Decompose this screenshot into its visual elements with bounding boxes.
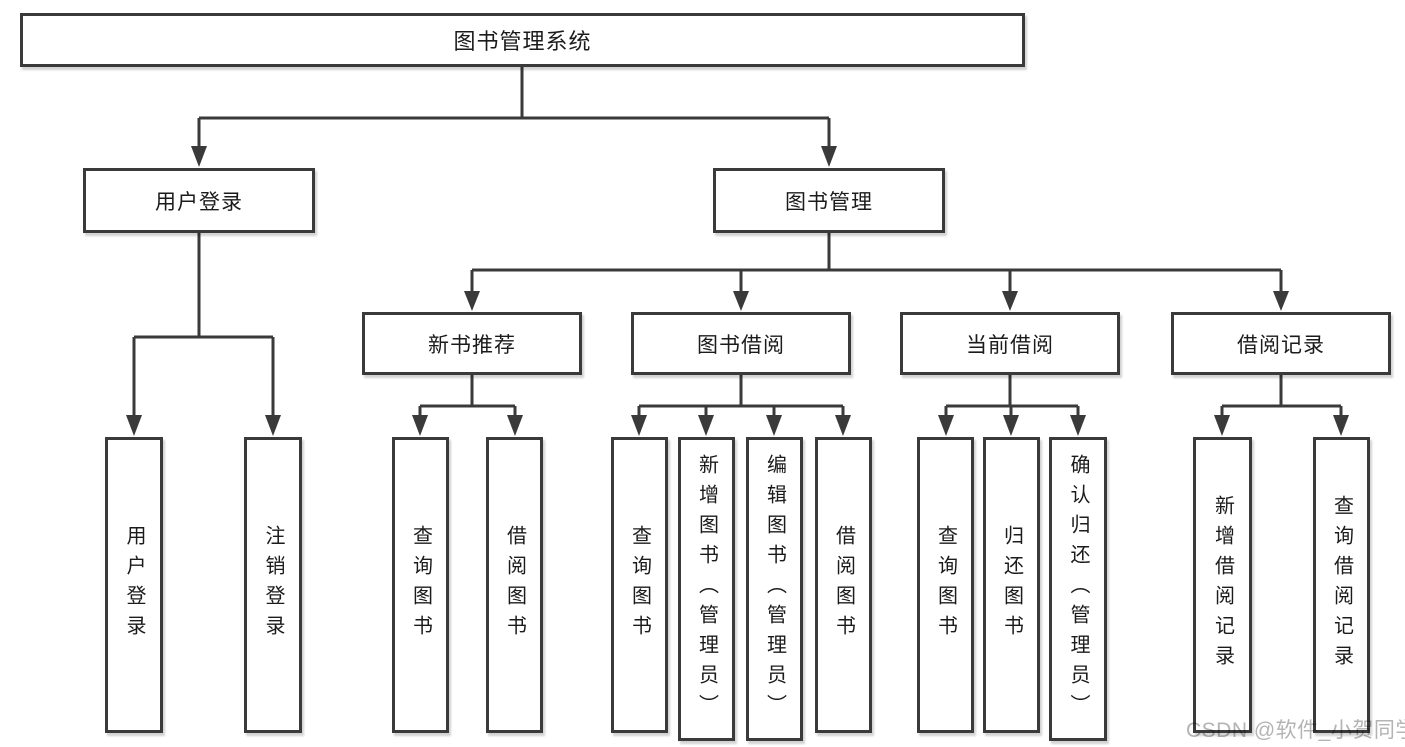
connector-user-login: [132, 233, 275, 418]
arrow-icon: [265, 415, 281, 436]
leaf-query-books-2: 查询图书: [611, 437, 668, 733]
leaf-query-books-3: 查询图书: [917, 437, 974, 733]
node-label: 当前借阅: [966, 333, 1054, 357]
arrow-icon: [1214, 415, 1230, 436]
node-label: 图书管理: [785, 190, 873, 214]
leaf-logout: 注销登录: [244, 437, 302, 733]
node-label: 查询借阅记录: [1330, 495, 1353, 675]
node-book-borrow: 图书借阅: [631, 312, 851, 375]
node-borrow-records: 借阅记录: [1171, 312, 1391, 375]
node-label: 图书借阅: [697, 333, 785, 357]
node-label: 查询图书: [628, 525, 651, 645]
node-label: 新增借阅记录: [1211, 495, 1234, 675]
node-label: 查询图书: [409, 525, 432, 645]
node-label: 归还图书: [1000, 525, 1023, 645]
leaf-query-books-1: 查询图书: [392, 437, 449, 733]
node-label: 新增图书（管理员）: [695, 454, 718, 724]
node-label: 用户登录: [123, 525, 145, 645]
node-label: 注销登录: [262, 525, 284, 645]
node-user-login: 用户登录: [83, 168, 315, 233]
connector-new-book: [418, 375, 517, 418]
node-label: 确认归还（管理员）: [1067, 454, 1089, 724]
arrow-icon: [938, 415, 954, 436]
csdn-watermark: CSDN @软件_小贺同学: [1186, 719, 1405, 742]
leaf-borrow-books-2: 借阅图书: [815, 437, 872, 733]
arrow-icon: [698, 415, 714, 436]
connector-root: [197, 67, 831, 147]
arrow-icon: [191, 146, 207, 167]
arrow-icon: [464, 291, 480, 311]
arrow-icon: [821, 146, 837, 167]
node-label: 借阅图书: [503, 525, 526, 645]
arrow-icon: [766, 415, 782, 436]
node-label: 图书管理系统: [453, 29, 592, 54]
node-library-system: 图书管理系统: [20, 13, 1025, 67]
node-label: 编辑图书（管理员）: [763, 454, 786, 724]
arrow-icon: [1003, 415, 1019, 436]
node-label: 借阅图书: [832, 525, 855, 645]
connector-book-borrow: [637, 375, 845, 418]
node-label: 新书推荐: [428, 333, 516, 357]
arrow-icon: [1333, 415, 1349, 436]
connector-paths: [132, 67, 1343, 418]
node-label: 借阅记录: [1237, 333, 1325, 357]
connector-book-management: [470, 233, 1283, 293]
leaf-add-borrow-record: 新增借阅记录: [1193, 437, 1252, 733]
arrow-icon: [631, 415, 647, 436]
arrow-icon: [412, 415, 428, 436]
leaf-return-book: 归还图书: [983, 437, 1040, 733]
arrow-icon: [835, 415, 851, 436]
arrow-icon: [733, 291, 749, 311]
arrowheads: [126, 146, 1349, 436]
leaf-confirm-return-admin: 确认归还（管理员）: [1049, 437, 1107, 741]
node-label: 用户登录: [155, 190, 243, 214]
arrow-icon: [1273, 291, 1289, 311]
node-current-borrow: 当前借阅: [900, 312, 1120, 375]
leaf-edit-book-admin: 编辑图书（管理员）: [746, 437, 803, 741]
node-book-management: 图书管理: [713, 168, 945, 233]
connector-current-borrow: [944, 375, 1080, 418]
leaf-add-book-admin: 新增图书（管理员）: [678, 437, 735, 741]
node-label: 查询图书: [934, 525, 957, 645]
node-new-book-recommend: 新书推荐: [362, 312, 582, 375]
leaf-query-borrow-record: 查询借阅记录: [1313, 437, 1370, 733]
connector-borrow-records: [1220, 375, 1343, 418]
arrow-icon: [126, 415, 142, 436]
leaf-user-login: 用户登录: [105, 437, 163, 733]
arrow-icon: [507, 415, 523, 436]
leaf-borrow-books-1: 借阅图书: [486, 437, 543, 733]
arrow-icon: [1070, 415, 1086, 436]
arrow-icon: [1002, 291, 1018, 311]
